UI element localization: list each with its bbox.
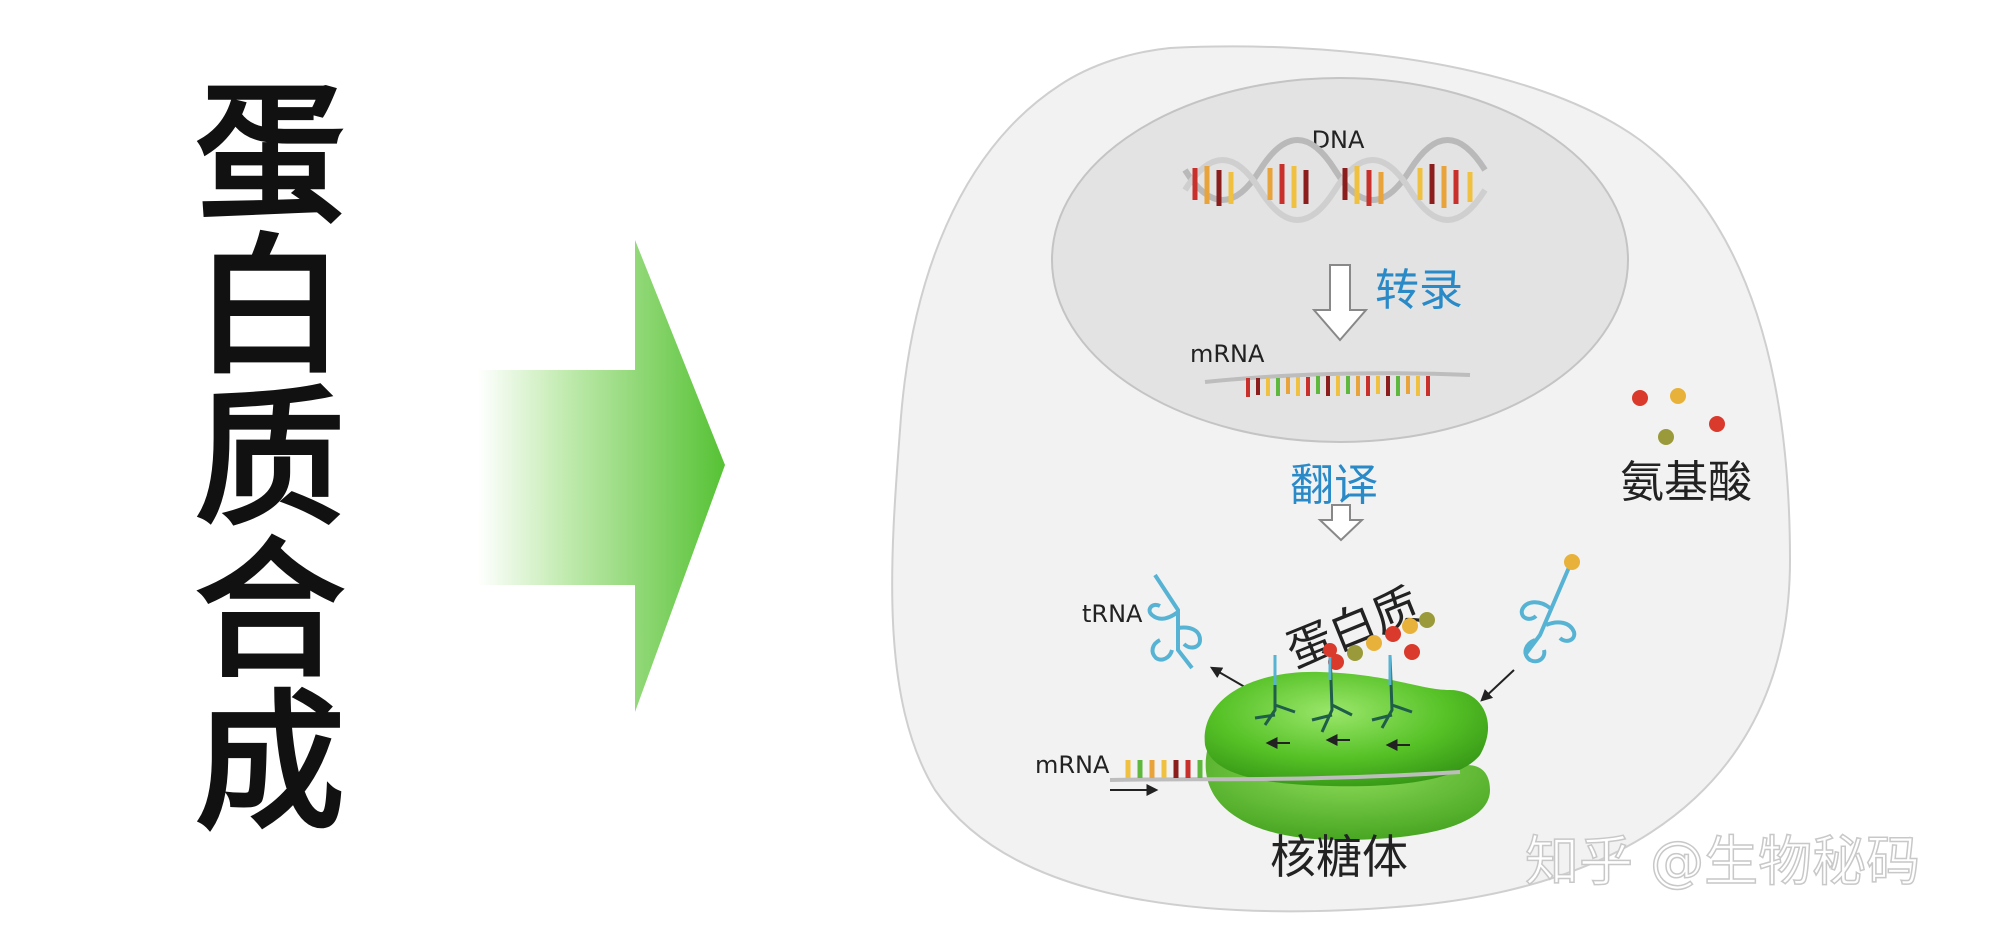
mrna-bottom-label: mRNA (1035, 751, 1110, 779)
down-arrow-icon (1317, 504, 1365, 542)
trna-left (1147, 573, 1203, 670)
title-char-4: 合 (194, 525, 345, 699)
trna-right-amino-acid (1564, 554, 1580, 570)
title-char-1: 蛋 (194, 69, 345, 243)
mrna-strand-bottom (1109, 760, 1461, 782)
trna-label: tRNA (1082, 600, 1143, 628)
trna-enter-arrow (1480, 669, 1515, 702)
ribosome (1204, 671, 1490, 840)
dna-helix (1182, 137, 1488, 223)
title-char-2: 白 (194, 221, 345, 395)
right-arrow-icon (478, 240, 725, 712)
ribosome-amino-acids (1323, 643, 1419, 659)
amino-acid-dots (1632, 388, 1725, 445)
vertical-title: 蛋 白 质 合 成 (170, 80, 370, 840)
down-arrow-icon (1311, 264, 1369, 342)
amino-acids-label: 氨基酸 (1620, 457, 1752, 508)
trna-right (1519, 564, 1577, 664)
title-char-3: 质 (194, 373, 345, 547)
ribosome-internal-arrows (1265, 734, 1410, 751)
mrna-strand-top (1204, 371, 1471, 397)
ribosome-label: 核糖体 (1270, 830, 1408, 884)
transcription-label: 转录 (1375, 265, 1463, 316)
title-char-5: 成 (194, 677, 345, 851)
watermark: 知乎 @生物秘码 (1525, 830, 1920, 893)
translation-label: 翻译 (1290, 460, 1378, 511)
mrna-top-label: mRNA (1190, 340, 1265, 368)
